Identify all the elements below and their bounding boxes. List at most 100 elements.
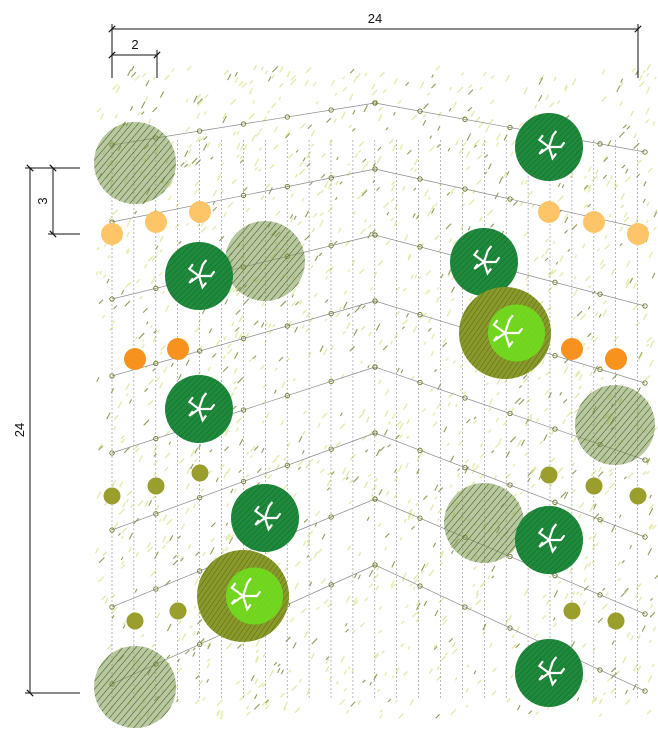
grid-node (372, 364, 378, 370)
orange-shrub-icon (561, 338, 583, 360)
grid-node (417, 583, 423, 589)
olive-shrub-icon (585, 477, 603, 495)
grid-node (372, 496, 378, 502)
grid-node (197, 348, 203, 354)
dimension-total-width-label: 24 (368, 11, 382, 26)
grid-node (372, 430, 378, 436)
grid-node (507, 124, 513, 131)
grid-node (240, 407, 247, 413)
pale-orange-shrub-icon (538, 201, 560, 223)
olive-shrub-icon (103, 487, 121, 505)
grid-node (372, 562, 378, 568)
grid-node (153, 511, 159, 517)
grid-node (417, 447, 423, 453)
grid-node (109, 450, 115, 456)
olive-shrub-icon (540, 466, 558, 484)
grid-node (197, 568, 203, 574)
olive-shrub-icon (607, 612, 625, 630)
canopy-trees (94, 122, 655, 728)
grid-node (417, 379, 423, 386)
grid-node (153, 360, 159, 367)
grid-node (284, 462, 290, 468)
grid-node (197, 495, 203, 501)
grid-node (328, 107, 334, 113)
dimension-module-height: 3 (35, 164, 80, 238)
grid-node (552, 353, 558, 359)
orange-shrub-icon (167, 338, 189, 360)
grid-node (109, 296, 115, 302)
grid-node (240, 121, 247, 127)
grid-node (109, 373, 115, 379)
dark-green-tree-icon (165, 242, 233, 310)
grid-node (642, 611, 648, 617)
dimension-total-height-label: 24 (12, 423, 27, 437)
pale-orange-shrub-icon (583, 211, 605, 233)
grid-node (642, 688, 648, 694)
grid-node (597, 291, 603, 297)
grid-node (153, 285, 159, 291)
grid-node (240, 192, 247, 199)
grid-node (197, 128, 203, 134)
grid-node (417, 108, 423, 114)
grid-node (372, 100, 378, 106)
grid-node (642, 457, 648, 463)
dark-green-tree-icon (515, 639, 583, 707)
grid-node (109, 527, 115, 533)
grid-node (597, 592, 603, 598)
grid-node (372, 298, 378, 304)
grid-node (642, 380, 648, 386)
grid-node (109, 604, 115, 610)
grid-node (153, 586, 159, 592)
grid-node (507, 196, 513, 202)
grid-node (642, 303, 648, 309)
pale-orange-shrub-icon (145, 211, 167, 233)
dimension-total-width: 24 (108, 11, 642, 78)
grid-node (284, 114, 290, 120)
dimension-module-height-label: 3 (35, 197, 50, 204)
pale-orange-shrub-icon (627, 223, 649, 245)
dimension-module-width: 2 (108, 37, 161, 78)
large-canopy-tree-icon (575, 385, 655, 465)
grid-node (462, 116, 468, 122)
olive-shrub-icon (126, 612, 144, 630)
grid-node (328, 310, 334, 317)
dark-green-tree-icon (450, 228, 518, 296)
grid-node (552, 573, 558, 579)
grid-node (417, 244, 423, 250)
large-canopy-tree-icon (444, 483, 524, 563)
grid-node (552, 426, 558, 432)
grid-node (240, 335, 247, 342)
dimension-total-height: 24 (12, 164, 80, 697)
feature-trees (165, 113, 583, 707)
grid-node (507, 625, 513, 631)
olive-shrub-icon (169, 602, 187, 620)
grid-node (328, 378, 334, 384)
dark-green-tree-icon (515, 113, 583, 181)
grid-node (417, 515, 423, 521)
grid-node (642, 149, 648, 155)
grid-node (328, 582, 334, 588)
grid-node (417, 176, 423, 182)
grid-node (462, 186, 468, 192)
grid-node (507, 482, 513, 488)
grid-node (372, 232, 378, 238)
grid-node (240, 478, 247, 485)
large-canopy-tree-icon (94, 122, 176, 204)
dark-green-tree-icon (165, 375, 233, 443)
grid-node (597, 366, 603, 372)
lime-tree-icon (459, 287, 551, 379)
shrub-markers (101, 201, 649, 630)
grid-node (597, 517, 603, 523)
olive-shrub-icon (191, 464, 209, 482)
grid-node (284, 184, 290, 190)
grid-node (284, 323, 290, 329)
olive-shrub-icon (629, 487, 647, 505)
grid-node (328, 243, 334, 249)
grid-node (417, 312, 423, 318)
grid-node (507, 410, 513, 417)
grid-node (328, 514, 334, 520)
grid-node (462, 604, 468, 610)
dimension-module-width-label: 2 (131, 37, 138, 52)
large-canopy-tree-icon (94, 646, 176, 728)
